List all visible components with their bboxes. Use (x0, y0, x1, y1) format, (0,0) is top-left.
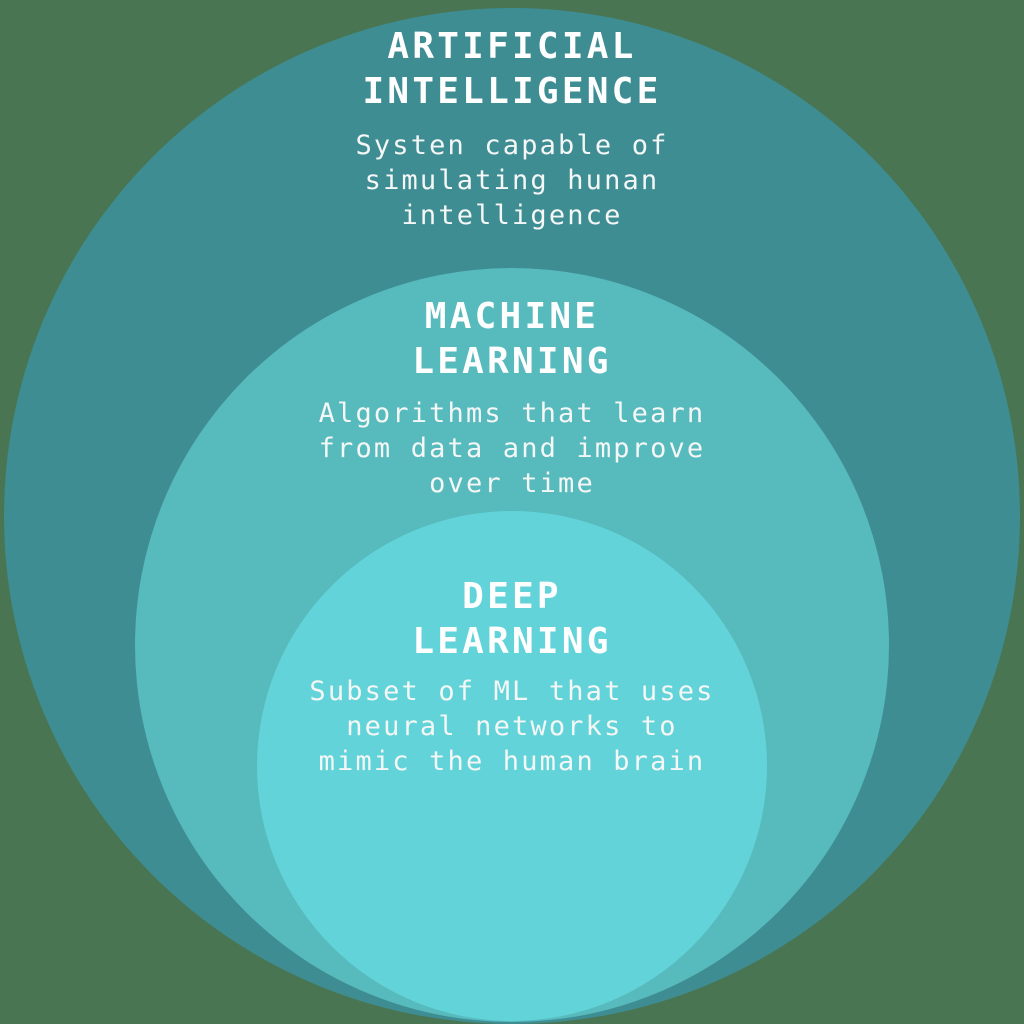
deep-learning-description: Subset of ML that uses neural networks t… (309, 676, 715, 777)
machine-learning-description: Algorithms that learn from data and impr… (318, 398, 706, 499)
artificial-intelligence-description: Systen capable of simulating hunan intel… (355, 130, 669, 231)
artificial-intelligence-title: ARTIFICIAL INTELLIGENCE (362, 26, 662, 112)
machine-learning-title: MACHINE LEARNING (412, 296, 612, 382)
circle-deep-learning (257, 511, 767, 1021)
deep-learning-title: DEEP LEARNING (412, 576, 612, 662)
